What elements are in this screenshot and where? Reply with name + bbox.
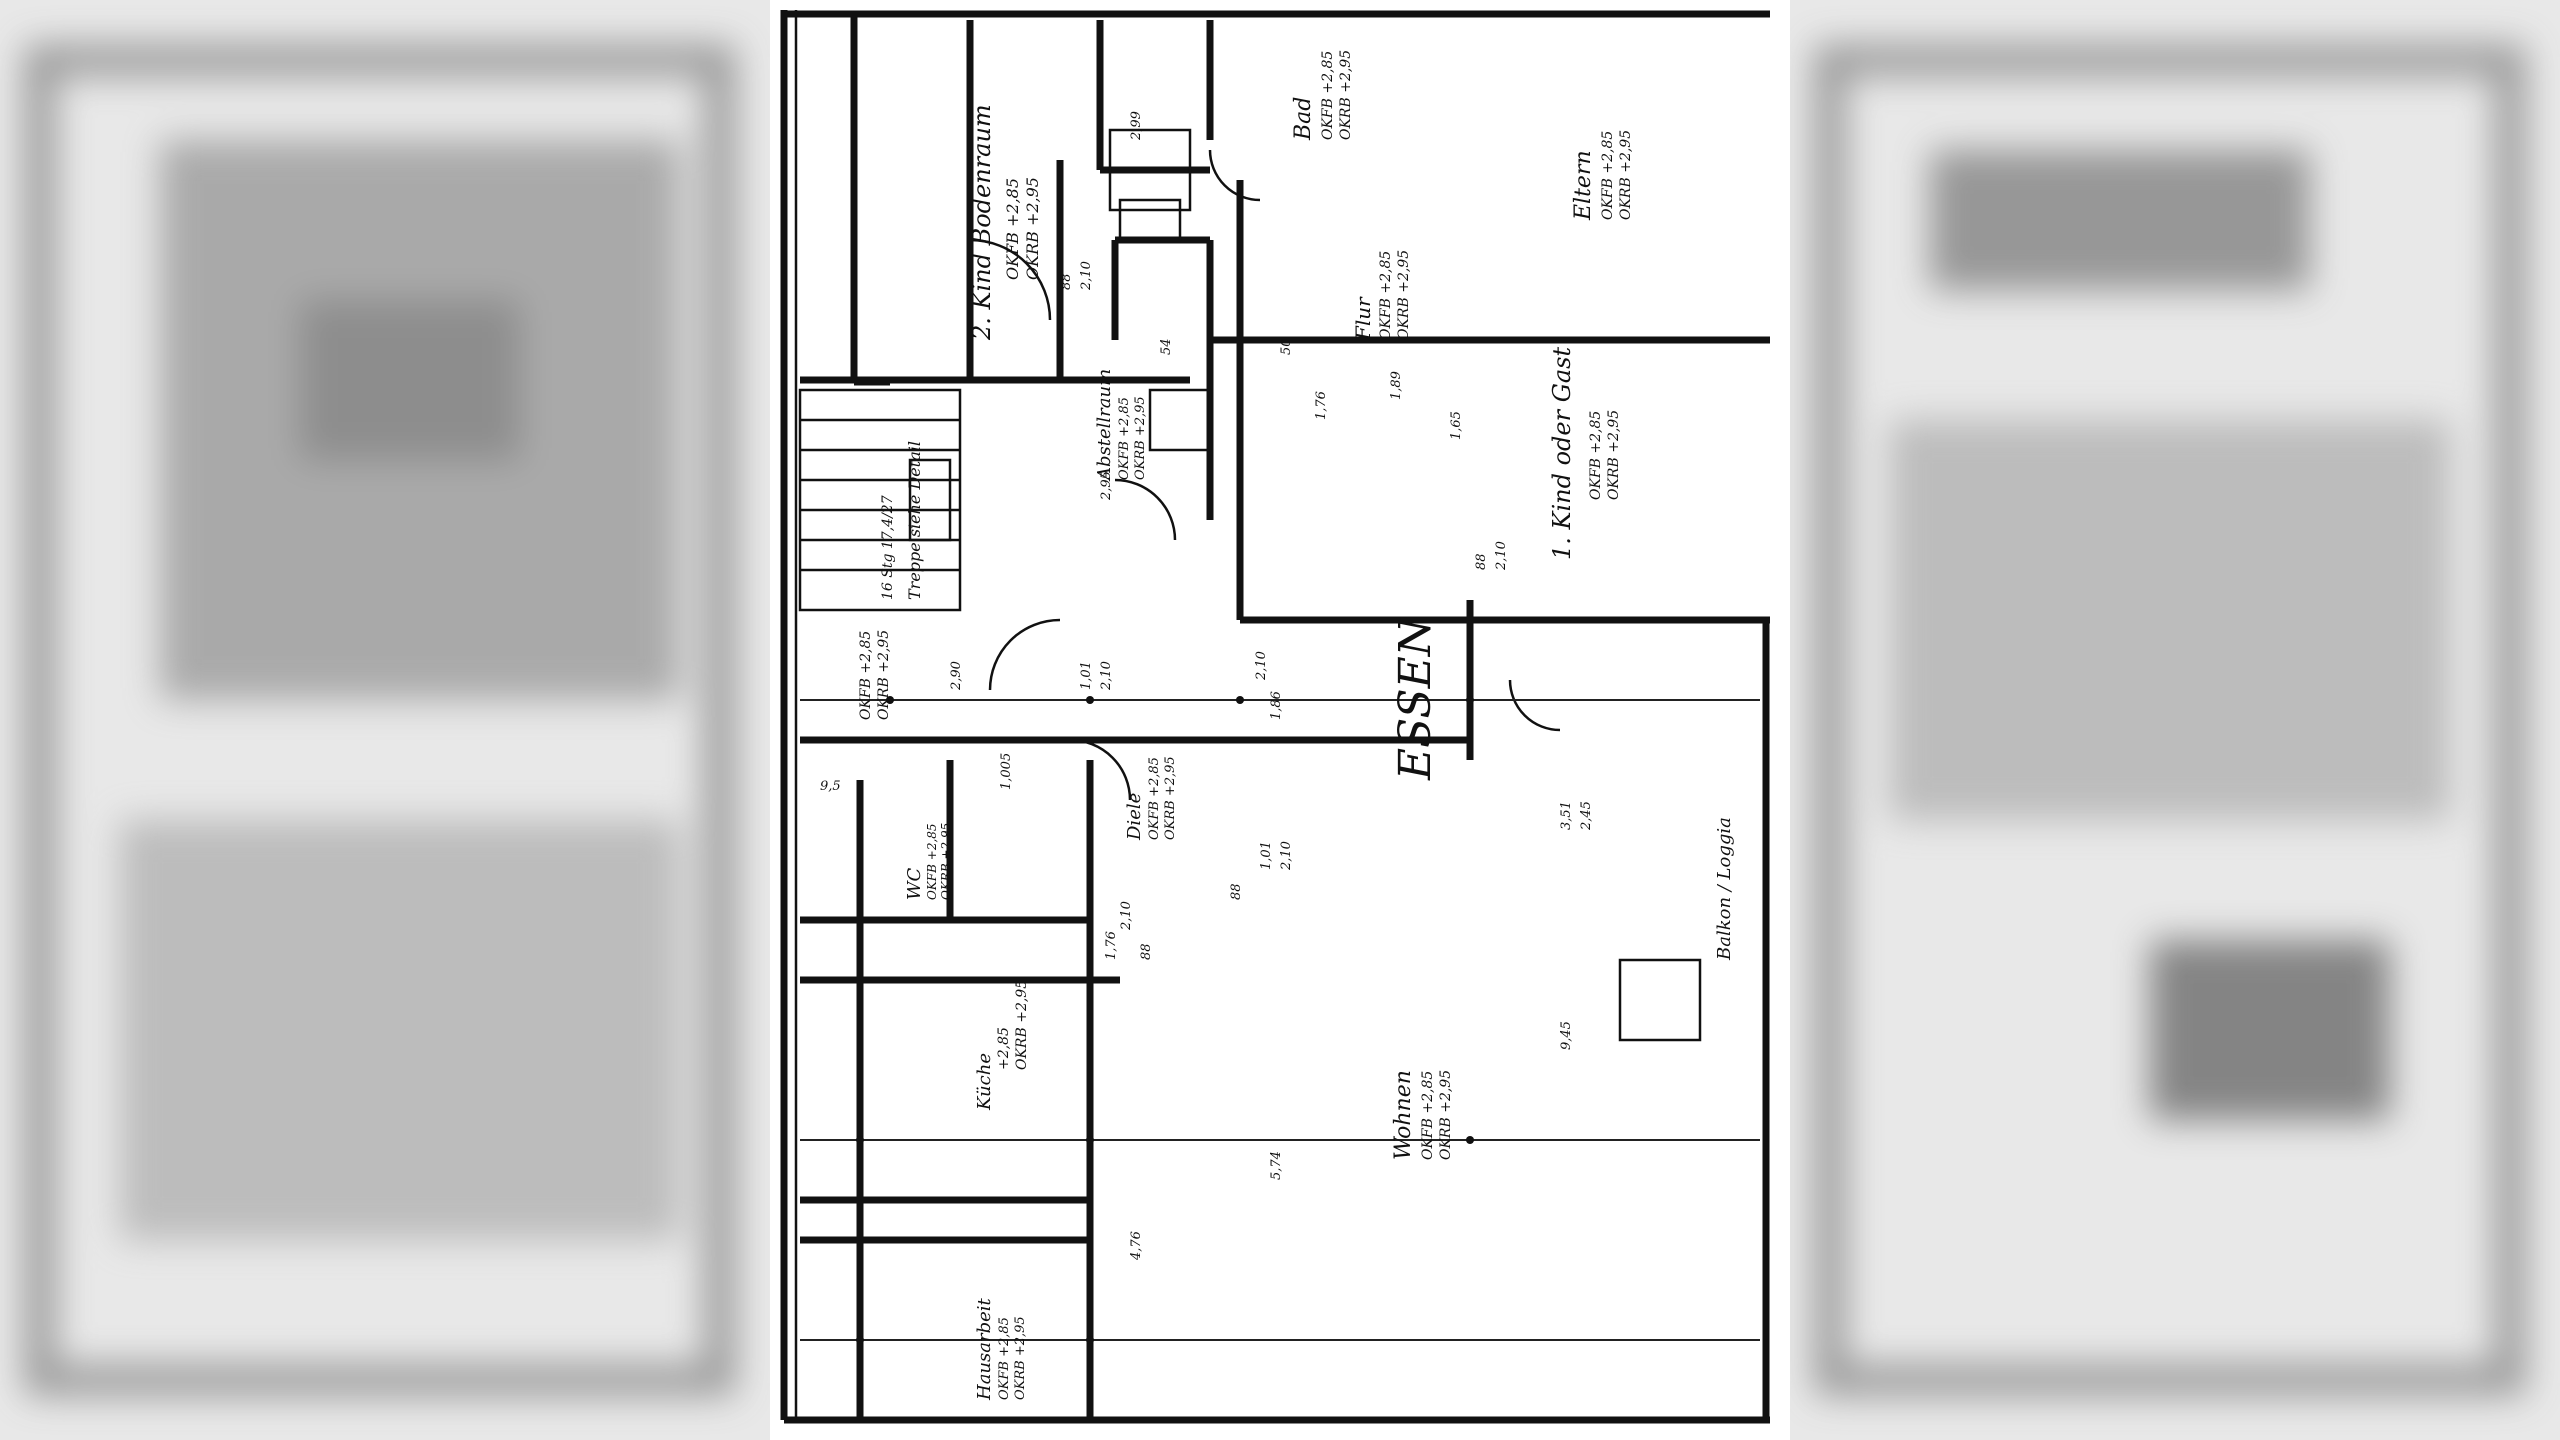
dim-label: 2,10 [1079, 261, 1094, 291]
dim-label: 2,90 [949, 661, 964, 691]
stair-steps: 16 Stg 17,4/27 [880, 495, 896, 600]
room-diele-okfb: OKFB +2,85 [1147, 757, 1162, 840]
room-kueche: Küche [974, 1053, 995, 1111]
dim-label: 88 [1229, 883, 1244, 900]
room-flur-okrb: OKRB +2,95 [1396, 250, 1412, 340]
landing-okrb: OKRB +2,95 [876, 630, 892, 720]
room-bad: Bad [1291, 97, 1316, 141]
dim-label: 1,76 [1104, 931, 1119, 960]
blurred-background-left [0, 0, 770, 1440]
room-wohnen-okrb: OKRB +2,95 [1438, 1070, 1454, 1160]
room-flur: Flur [1351, 296, 1375, 341]
room-balkon: Balkon / Loggia [1714, 817, 1735, 961]
dim-label: 1,86 [1269, 691, 1284, 720]
room-wohnen: Wohnen [1391, 1070, 1416, 1160]
dim-label: 50 [1279, 338, 1294, 355]
interior-walls [800, 14, 1770, 1420]
dim-label: 2,10 [1279, 841, 1294, 871]
room-bad-okrb: OKRB +2,95 [1338, 50, 1354, 140]
dim-label: 2,10 [1119, 901, 1134, 931]
room-kind2-okrb: OKRB +2,95 [1023, 177, 1042, 280]
dim-label: 1,76 [1314, 391, 1329, 420]
dim-label: 1,01 [1259, 841, 1274, 870]
room-wc-okfb: OKFB +2,85 [925, 823, 939, 900]
room-kind1: 1. Kind oder Gast [1548, 347, 1576, 560]
room-diele: Diele [1124, 793, 1145, 841]
room-eltern-okfb: OKFB +2,85 [1600, 131, 1616, 220]
dim-label: 9,45 [1559, 1021, 1574, 1050]
room-kind1-okfb: OKFB +2,85 [1588, 411, 1604, 500]
dim-label: 88 [1139, 943, 1154, 960]
dim-label: 9,5 [820, 779, 841, 794]
room-diele-okrb: OKRB +2,95 [1163, 756, 1178, 840]
dim-label: 1,005 [999, 753, 1014, 790]
staircase [798, 388, 962, 612]
dim-label: 3,51 [1559, 801, 1574, 830]
landing-okfb: OKFB +2,85 [858, 631, 874, 720]
dim-label: 1,01 [1079, 661, 1094, 690]
room-kueche-okfb: +2,85 [996, 1027, 1012, 1070]
room-eltern: Eltern [1571, 150, 1596, 221]
blurred-background-right [1790, 0, 2560, 1440]
room-hausarbeit-okfb: OKFB +2,85 [997, 1317, 1012, 1400]
outer-walls [780, 10, 1770, 1424]
bath-fixtures [1108, 128, 1702, 1042]
dim-label: 2,95 [1099, 471, 1114, 501]
room-kind2-okfb: OKFB +2,85 [1003, 178, 1022, 280]
room-wohnen-okfb: OKFB +2,85 [1420, 1071, 1436, 1160]
dim-label: 4,76 [1129, 1231, 1144, 1261]
dim-label: 2,45 [1579, 801, 1594, 831]
room-wc-okrb: OKRB +2,95 [939, 823, 953, 900]
room-abstellraum-okfb: OKFB +2,85 [1117, 397, 1132, 480]
dim-label: 54 [1159, 338, 1174, 355]
door-swings [969, 149, 1561, 801]
dim-label: 2,10 [1099, 661, 1114, 691]
room-abstellraum: Abstellraum [1094, 369, 1115, 482]
room-essen: ESSEN [1390, 616, 1441, 781]
floor-plan: Bad OKFB +2,85 OKRB +2,95 2. Kind Bodenr… [770, 0, 1790, 1440]
room-hausarbeit: Hausarbeit [974, 1297, 995, 1401]
dim-label: 2,99 [1129, 111, 1144, 141]
room-kind1-okrb: OKRB +2,95 [1606, 410, 1622, 500]
dim-label: 2,10 [1494, 541, 1509, 571]
room-abstellraum-okrb: OKRB +2,95 [1133, 396, 1148, 480]
dim-label: 1,89 [1389, 371, 1404, 400]
room-flur-okfb: OKFB +2,85 [1378, 251, 1394, 340]
dim-label: 2,10 [1254, 651, 1269, 681]
dimension-lines [800, 696, 1760, 1344]
dim-label: 1,65 [1449, 411, 1464, 440]
room-kind2: 2. Kind Bodenraum [968, 104, 996, 341]
dim-label: 88 [1059, 273, 1074, 290]
room-hausarbeit-okrb: OKRB +2,95 [1013, 1316, 1028, 1400]
dim-label: 5,74 [1269, 1151, 1284, 1180]
room-kueche-okrb: OKRB +2,95 [1014, 980, 1030, 1070]
stair-label: Treppe siehe Detail [905, 441, 924, 600]
room-bad-okfb: OKFB +2,85 [1320, 51, 1336, 140]
dim-label: 88 [1474, 553, 1489, 570]
room-wc: WC [904, 867, 925, 900]
room-eltern-okrb: OKRB +2,95 [1618, 130, 1634, 220]
